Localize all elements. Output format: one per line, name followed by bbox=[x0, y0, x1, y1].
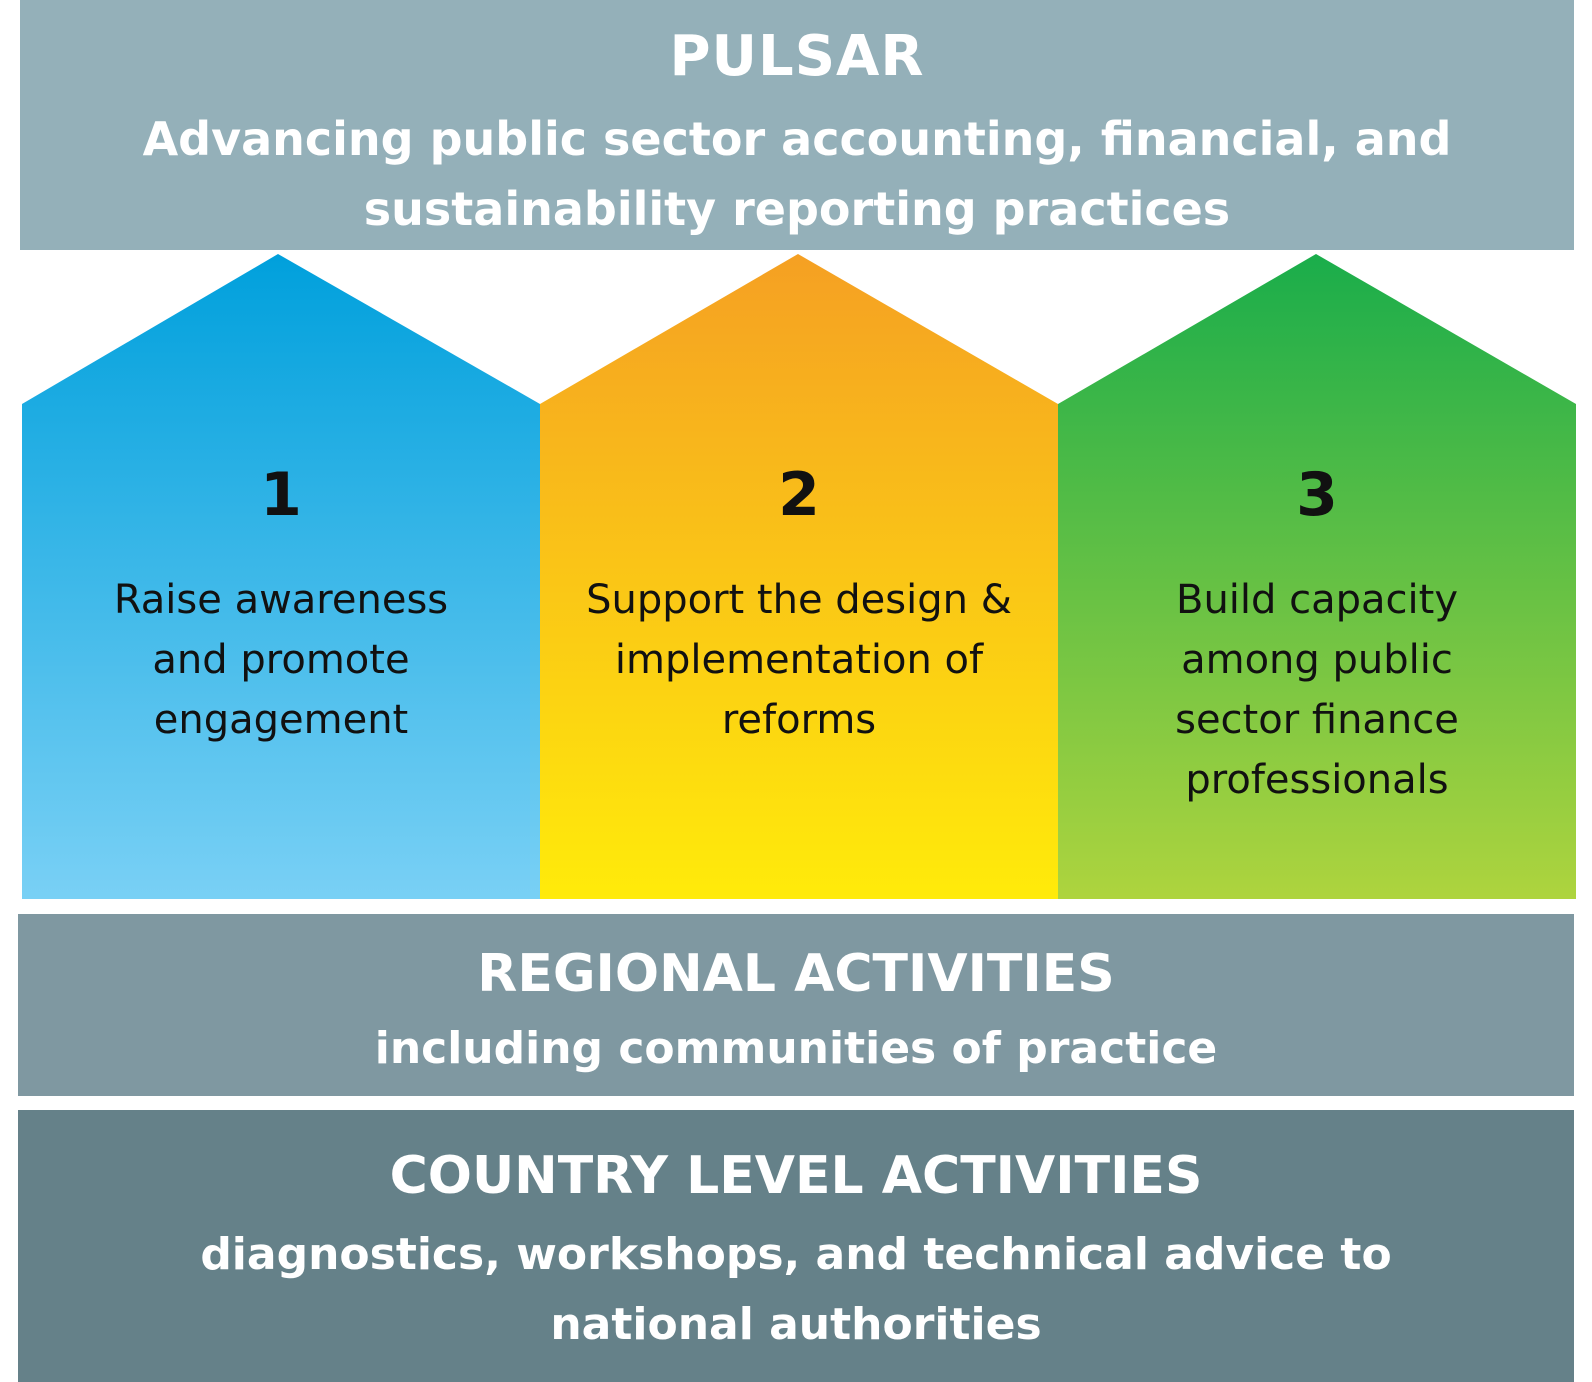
pillar-text: Support the design & implementation of r… bbox=[586, 577, 1012, 743]
country-activities-band: COUNTRY LEVEL ACTIVITIES diagnostics, wo… bbox=[18, 1110, 1574, 1382]
header-title: PULSAR bbox=[669, 24, 925, 89]
country-title: COUNTRY LEVEL ACTIVITIES bbox=[389, 1146, 1203, 1206]
regional-title: REGIONAL ACTIVITIES bbox=[477, 944, 1115, 1004]
pillar-3: 3 Build capacity among public sector fin… bbox=[1058, 254, 1576, 899]
pillar-number: 3 bbox=[1296, 460, 1338, 530]
house-shape-orange bbox=[540, 254, 1058, 899]
regional-subtitle: including communities of practice bbox=[374, 1023, 1218, 1074]
country-subtitle: diagnostics, workshops, and technical ad… bbox=[200, 1229, 1392, 1350]
house-shape-green bbox=[1058, 254, 1576, 899]
pillar-number: 1 bbox=[260, 460, 302, 530]
pillar-text: Raise awareness and promote engagement bbox=[113, 577, 449, 743]
regional-activities-band: REGIONAL ACTIVITIES including communitie… bbox=[18, 914, 1574, 1096]
pillar-text: Build capacity among public sector finan… bbox=[1175, 577, 1459, 803]
pulsar-header-band: PULSAR Advancing public sector accountin… bbox=[20, 0, 1574, 250]
pillar-number: 2 bbox=[778, 460, 820, 530]
house-shape-blue bbox=[22, 254, 540, 899]
pillar-2: 2 Support the design & implementation of… bbox=[540, 254, 1058, 899]
pillar-1: 1 Raise awareness and promote engagement bbox=[22, 254, 540, 899]
header-subtitle: Advancing public sector accounting, fina… bbox=[142, 112, 1452, 236]
